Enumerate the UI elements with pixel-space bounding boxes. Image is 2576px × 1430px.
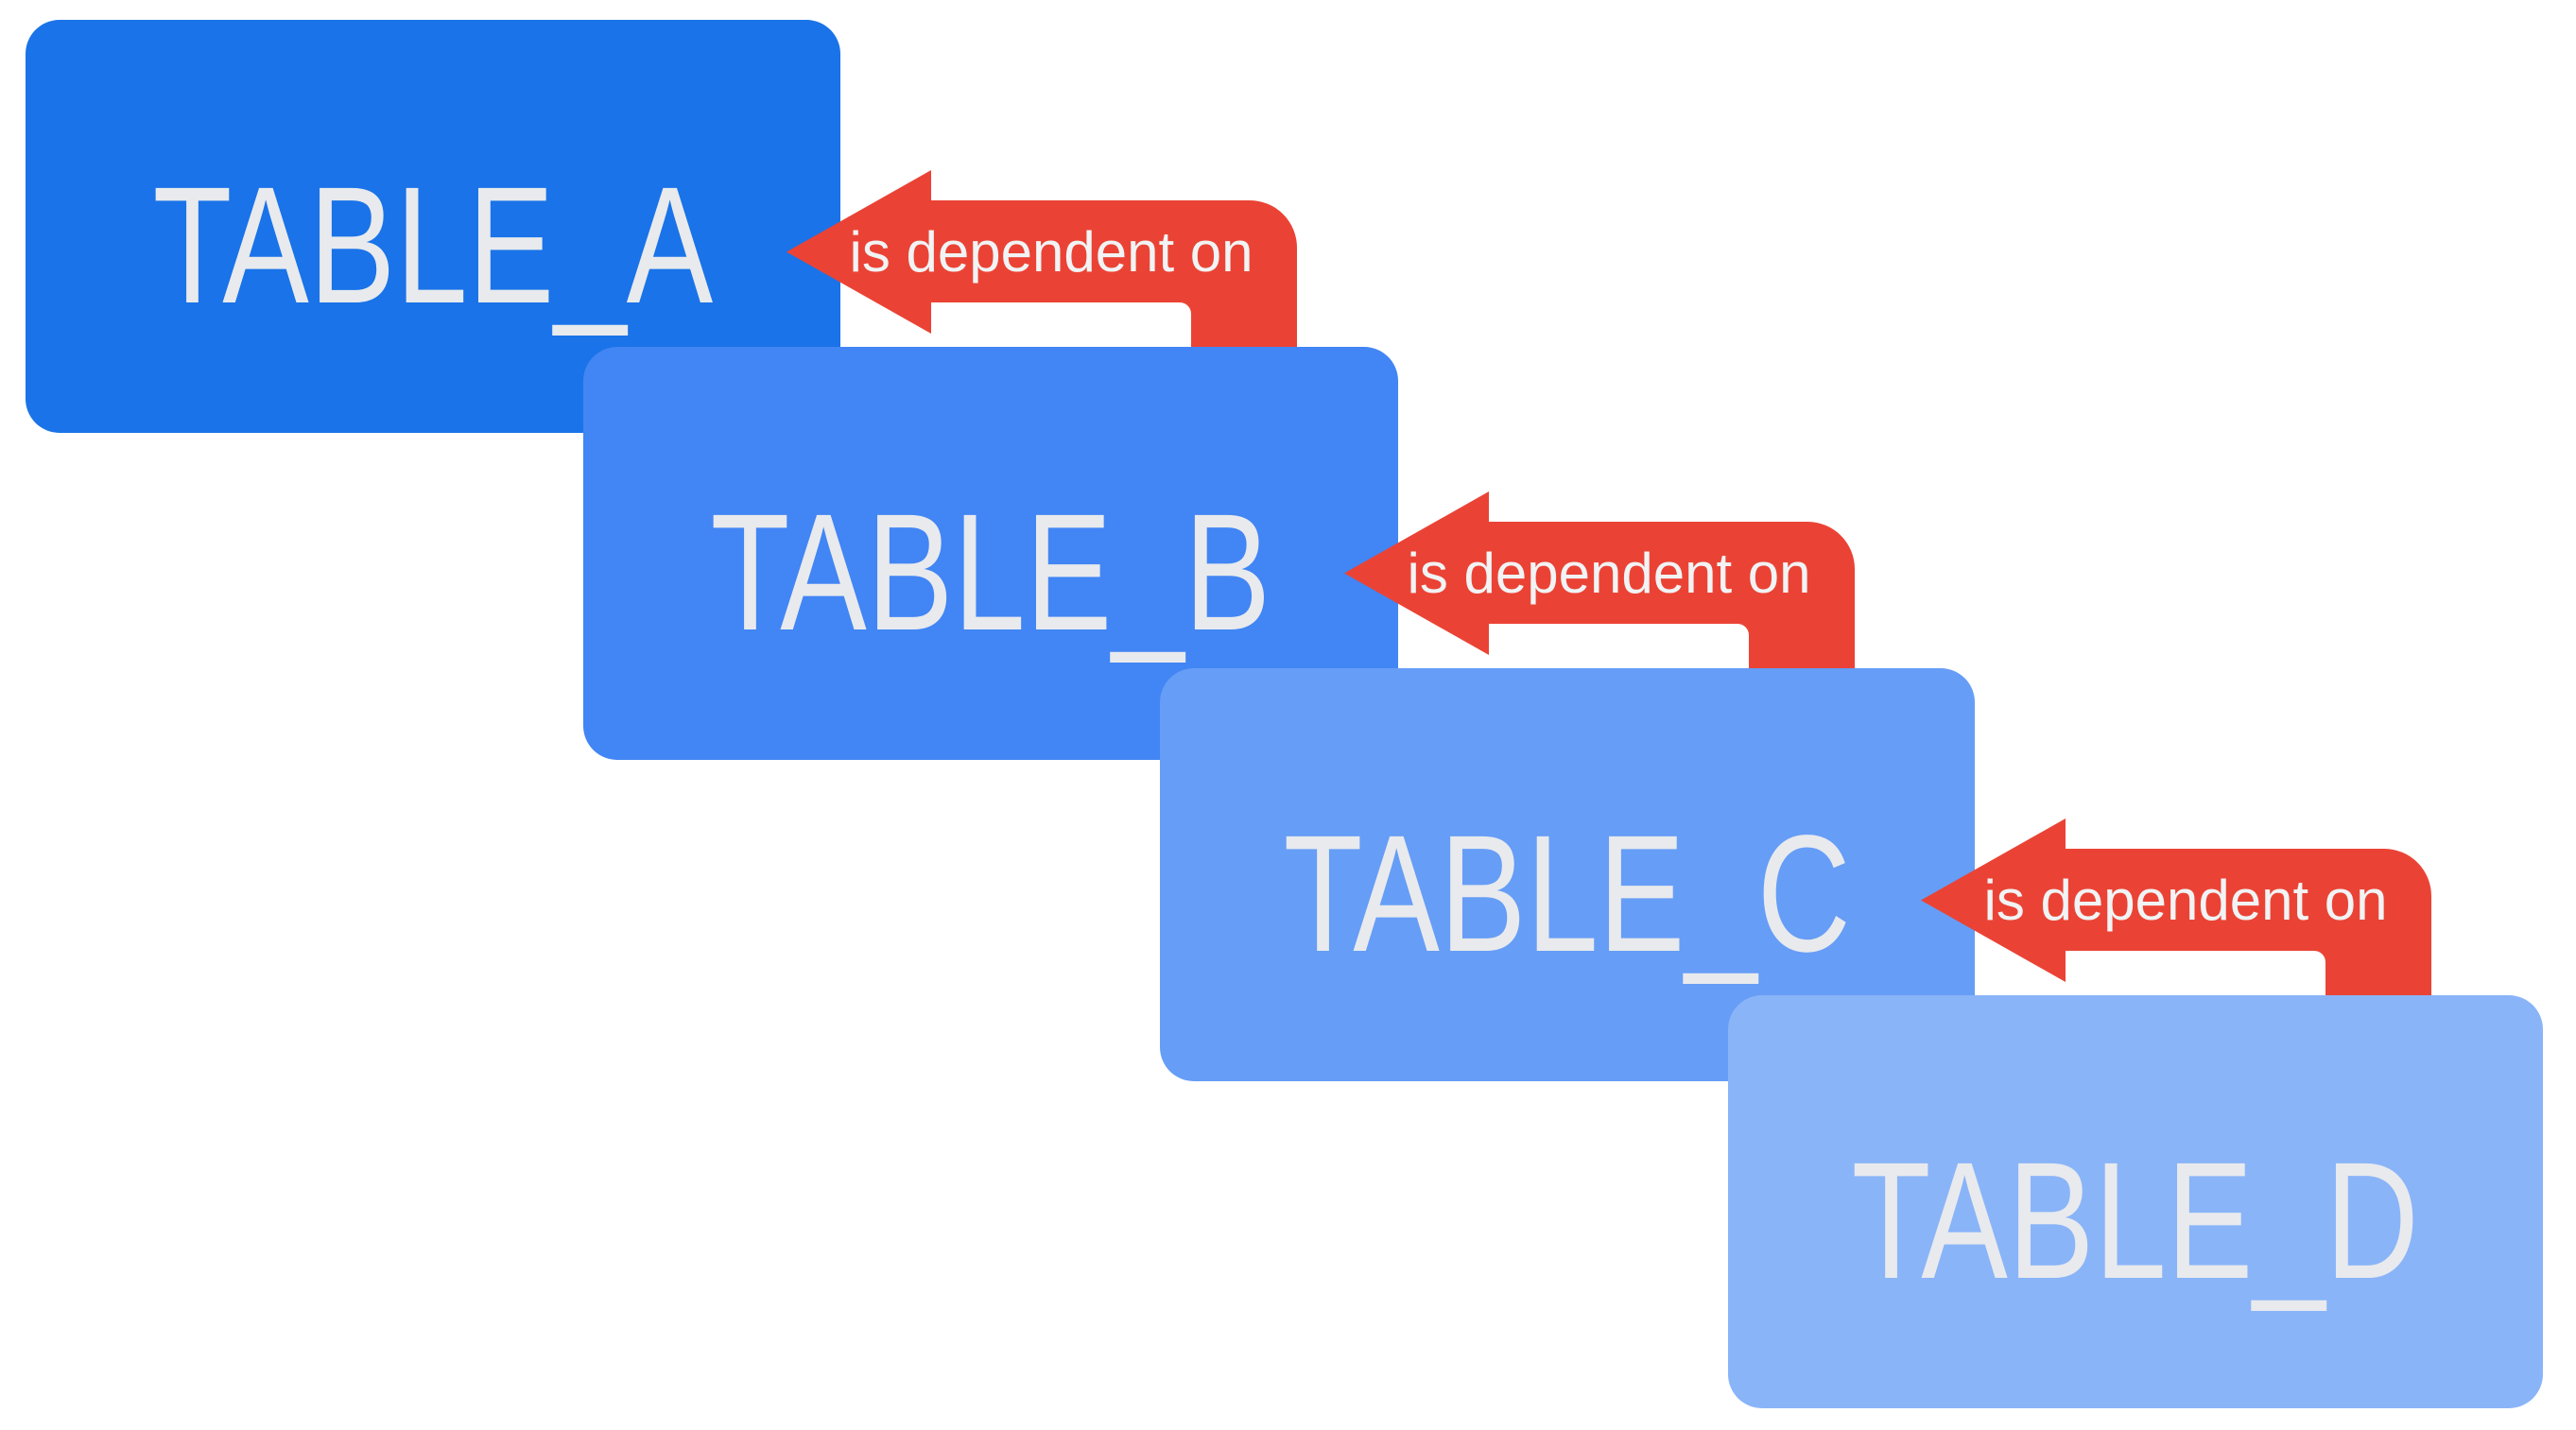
table-d-label: TABLE_D [1851, 1128, 2420, 1314]
table-c-label: TABLE_C [1283, 801, 1852, 987]
table-b-label: TABLE_B [710, 479, 1271, 665]
arrow-3-shape [1921, 818, 2431, 1003]
bent-arrow-left-icon [1344, 491, 1855, 676]
arrow-2-label: is dependent on [1407, 541, 1811, 605]
dependency-arrow-c-to-b: is dependent on [1344, 491, 1855, 676]
arrow-3-label: is dependent on [1983, 868, 2388, 932]
bent-arrow-left-icon [787, 170, 1297, 354]
bent-arrow-left-icon [1921, 818, 2431, 1003]
arrow-1-shape [787, 170, 1297, 354]
arrow-1-label: is dependent on [849, 219, 1253, 284]
arrow-2-shape [1344, 491, 1855, 676]
dependency-arrow-b-to-a: is dependent on [787, 170, 1297, 354]
table-a-box: TABLE_A [26, 20, 840, 433]
table-d-box: TABLE_D [1728, 995, 2543, 1408]
table-a-label: TABLE_A [152, 152, 714, 338]
dependency-arrow-d-to-c: is dependent on [1921, 818, 2431, 1003]
